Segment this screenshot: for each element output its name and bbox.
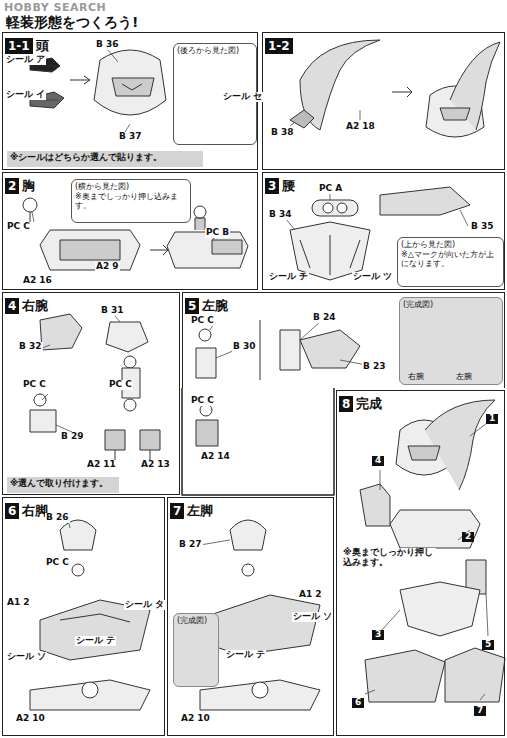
view-box: (横から見た図)※奥までしっかり押し込みます。 [71,179,191,223]
step-heading: 6右脚 [5,500,48,519]
sheet-title: 軽装形態をつくろう! [6,14,138,32]
view-text: 右腕 [408,372,424,382]
step-number: 7 [170,503,184,519]
callout-number: 6 [352,698,364,708]
step-panel: 1-2 [262,32,505,170]
view-caption: (横から見た図) [75,182,187,192]
step-heading: 8完成 [339,393,382,412]
part-label: PC A [318,184,343,194]
part-label: A2 14 [200,452,231,462]
part-label: PC C [6,222,31,232]
callout-number: 3 [372,630,384,640]
view-box: (上から見た図)※△マークが向いた方が上になります。 [397,237,504,287]
part-label: A2 10 [180,714,211,724]
part-label: A2 10 [15,714,46,724]
view-caption: (完成図) [403,300,499,310]
part-label: PC C [190,396,215,406]
step-name: 胸 [22,179,35,193]
view-caption: ※選んで取り付けます。 [10,478,116,489]
step-heading: 1-2 [265,35,293,54]
part-label: B 31 [100,306,125,316]
step-panel: 5左腕(完成図)右腕左腕 [182,292,505,388]
part-label: A2 9 [95,262,120,272]
note-text: ※奥までしっかり押し込みます。 [342,548,436,568]
step-heading: 4右腕 [5,295,48,314]
part-label: B 24 [312,313,337,323]
part-label: シール チ [268,272,309,282]
step-name: 完成 [356,397,382,411]
view-box: (完成図) [173,613,219,687]
step-name: 左腕 [202,299,228,313]
part-label: シール セ [222,92,263,102]
part-label: B 26 [45,513,70,523]
part-label: PC C [190,316,215,326]
view-text: 左腕 [456,372,472,382]
view-box: (完成図) 右腕 左腕 [399,297,503,385]
view-caption: (完成図) [177,616,215,626]
part-label: B 27 [178,540,203,550]
step-heading: 7左脚 [170,500,213,519]
callout-number: 7 [474,706,486,716]
part-label: B 32 [18,342,43,352]
step-heading: 2胸 [5,175,35,194]
step-panel: 1-1頭 (後ろから見た図) ※シールはどちらか選んで貼ります。 [2,32,258,170]
part-label: シール ツ [352,272,393,282]
note-box: ※シールはどちらか選んで貼ります。 [7,151,203,167]
part-label: PC B [205,228,230,238]
callout-number: 1 [486,414,498,424]
step-number: 1-2 [265,38,293,54]
step-number: 4 [5,298,19,314]
view-text: ※奥までしっかり押し込みます。 [75,192,187,211]
callout-number: 4 [372,456,384,466]
part-label: A2 16 [22,276,53,286]
watermark: HOBBY SEARCH [3,2,107,14]
step-name: 頭 [36,39,49,53]
part-label: B 29 [60,432,85,442]
view-caption: (後ろから見た図) [177,46,253,56]
step-name: 右腕 [22,299,48,313]
step-number: 5 [185,298,199,314]
step-number: 8 [339,396,353,412]
part-label: A1 2 [6,598,31,608]
part-label: A2 11 [86,460,117,470]
part-label: シール ア [5,55,46,65]
callout-number: 5 [482,640,494,650]
step-panel: 6右脚 [2,497,165,736]
part-label: PC C [108,380,133,390]
step-number: 2 [5,178,19,194]
part-label: シール テ [75,636,116,646]
part-label: シール ソ [6,652,47,662]
note-box: ※選んで取り付けます。 [7,477,119,493]
part-label: A1 2 [298,590,323,600]
part-label: シール イ [5,90,46,100]
step-name: 左脚 [187,504,213,518]
view-text: ※△マークが向いた方が上になります。 [401,250,500,269]
part-label: B 23 [362,362,387,372]
step-number: 1-1 [5,38,33,54]
part-label: B 38 [270,128,295,138]
step-number: 6 [5,503,19,519]
part-label: PC C [45,558,70,568]
part-label: シール テ [225,650,266,660]
part-label: B 36 [95,40,120,50]
step-heading: 1-1頭 [5,35,49,54]
view-caption: (上から見た図) [401,240,500,250]
part-label: A2 13 [140,460,171,470]
step-heading: 5左腕 [185,295,228,314]
step-number: 3 [265,178,279,194]
step-heading: 3腰 [265,175,295,194]
part-label: PC C [22,380,47,390]
part-label: B 35 [470,222,495,232]
callout-number: 2 [462,532,474,542]
view-caption: ※シールはどちらか選んで貼ります。 [10,152,200,163]
part-label: B 34 [268,210,293,220]
part-label: シール ソ [292,612,333,622]
part-label: B 37 [118,132,143,142]
part-label: シール タ [124,600,165,610]
part-label: B 30 [232,342,257,352]
part-label: A2 18 [345,122,376,132]
step-name: 腰 [282,179,295,193]
